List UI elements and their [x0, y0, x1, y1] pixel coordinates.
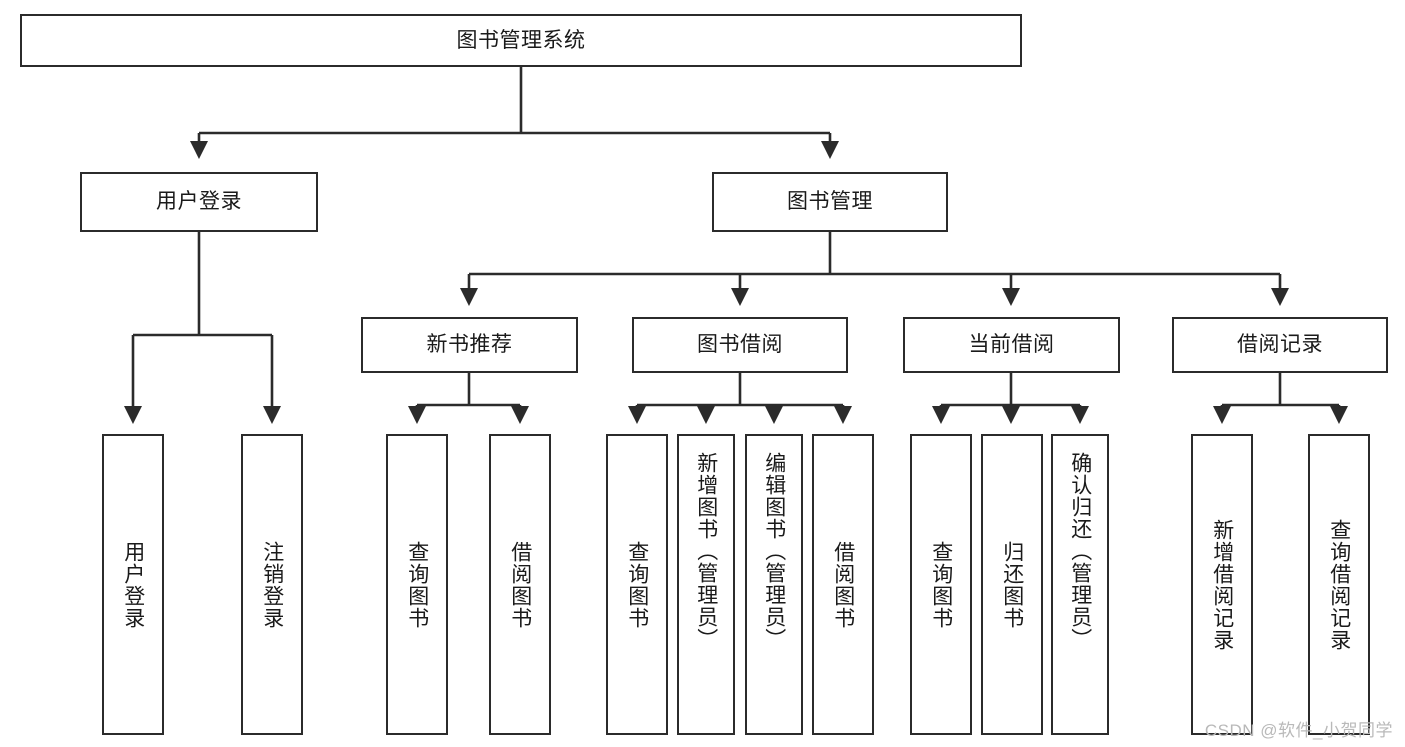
- node-leaf-borrow-book-1[interactable]: 借阅图书: [489, 434, 551, 735]
- node-leaf-query-book-3-label: 查询图书: [929, 540, 953, 629]
- node-leaf-borrow-book-2[interactable]: 借阅图书: [812, 434, 874, 735]
- node-book-borrow-label: 图书借阅: [697, 333, 783, 357]
- node-leaf-confirm-return[interactable]: 确认归还（管理员）: [1051, 434, 1109, 735]
- node-user-login-label: 用户登录: [156, 190, 242, 214]
- node-leaf-return-book[interactable]: 归还图书: [981, 434, 1043, 735]
- node-leaf-add-book[interactable]: 新增图书（管理员）: [677, 434, 735, 735]
- node-leaf-edit-book[interactable]: 编辑图书（管理员）: [745, 434, 803, 735]
- node-leaf-borrow-book-1-label: 借阅图书: [508, 540, 532, 629]
- node-current-borrow-label: 当前借阅: [968, 333, 1055, 357]
- node-borrow-record-label: 借阅记录: [1237, 333, 1323, 357]
- node-leaf-add-record-label: 新增借阅记录: [1210, 518, 1234, 651]
- node-book-manage-label: 图书管理: [787, 190, 873, 214]
- node-leaf-edit-book-label: 编辑图书（管理员）: [762, 452, 786, 650]
- node-root[interactable]: 图书管理系统: [20, 14, 1022, 67]
- node-leaf-add-book-label: 新增图书（管理员）: [694, 452, 718, 650]
- node-book-manage[interactable]: 图书管理: [712, 172, 948, 232]
- node-root-label: 图书管理系统: [456, 28, 586, 52]
- node-leaf-borrow-book-2-label: 借阅图书: [831, 540, 855, 629]
- node-book-borrow[interactable]: 图书借阅: [632, 317, 848, 373]
- node-current-borrow[interactable]: 当前借阅: [903, 317, 1120, 373]
- node-leaf-query-book-2[interactable]: 查询图书: [606, 434, 668, 735]
- node-leaf-confirm-return-label: 确认归还（管理员）: [1068, 452, 1092, 650]
- node-leaf-query-record[interactable]: 查询借阅记录: [1308, 434, 1370, 735]
- node-leaf-query-record-label: 查询借阅记录: [1327, 518, 1351, 651]
- node-leaf-user-login[interactable]: 用户登录: [102, 434, 164, 735]
- node-user-login[interactable]: 用户登录: [80, 172, 318, 232]
- csdn-watermark: CSDN @软件_小贺同学: [1204, 721, 1393, 740]
- node-new-book-recommend[interactable]: 新书推荐: [361, 317, 578, 373]
- node-leaf-query-book-3[interactable]: 查询图书: [910, 434, 972, 735]
- node-borrow-record[interactable]: 借阅记录: [1172, 317, 1388, 373]
- node-leaf-user-login-label: 用户登录: [121, 540, 145, 629]
- node-leaf-logout-label: 注销登录: [260, 540, 284, 629]
- node-leaf-query-book-2-label: 查询图书: [625, 540, 649, 629]
- node-leaf-query-book-1[interactable]: 查询图书: [386, 434, 448, 735]
- node-leaf-logout[interactable]: 注销登录: [241, 434, 303, 735]
- node-leaf-add-record[interactable]: 新增借阅记录: [1191, 434, 1253, 735]
- node-leaf-query-book-1-label: 查询图书: [405, 540, 429, 629]
- node-leaf-return-book-label: 归还图书: [1000, 540, 1024, 629]
- node-new-book-recommend-label: 新书推荐: [426, 333, 513, 357]
